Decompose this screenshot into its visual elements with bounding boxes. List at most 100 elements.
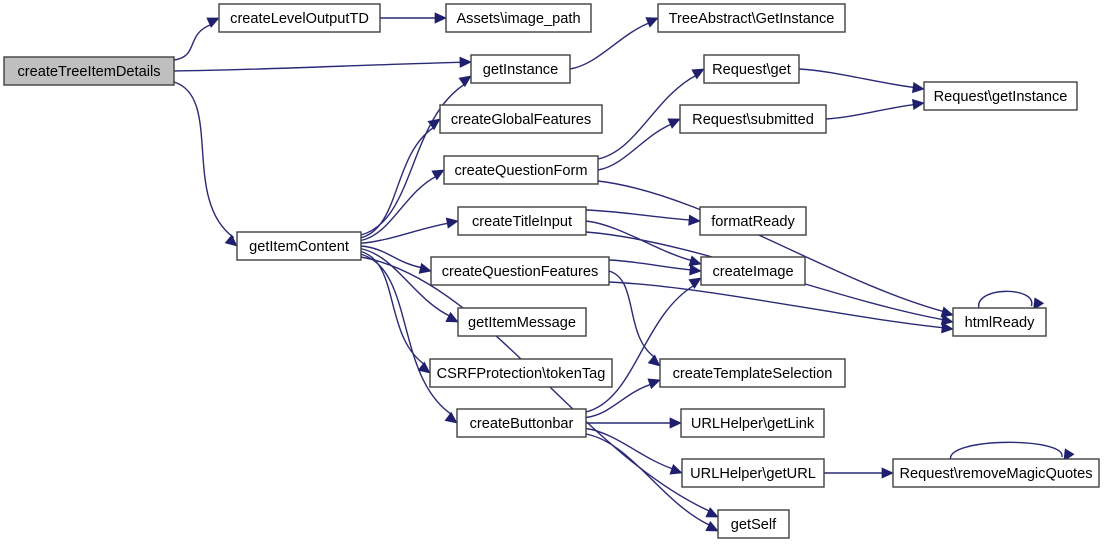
node-getSelf[interactable]: getSelf: [717, 509, 790, 539]
edge-arrowhead: [667, 118, 681, 129]
node-label: createQuestionForm: [454, 163, 587, 179]
edge-arrowhead: [912, 98, 925, 111]
node-createGlobalFeatures[interactable]: createGlobalFeatures: [439, 104, 603, 134]
node-box[interactable]: [470, 54, 571, 84]
edge-arrowhead: [669, 417, 682, 429]
edge-createButtonbar-to-createImage: [585, 277, 702, 413]
node-treeabstract_getinstance[interactable]: TreeAbstract\GetInstance: [657, 3, 846, 33]
edge-getItemContent-to-createQuestionFeatures: [360, 245, 432, 274]
node-request_get[interactable]: Request\get: [703, 54, 800, 84]
node-request_getinstance[interactable]: Request\getInstance: [923, 81, 1078, 111]
node-urlhelper_geturl[interactable]: URLHelper\getURL: [681, 458, 825, 488]
node-label: getItemMessage: [468, 315, 576, 331]
edge-arrowhead: [1032, 297, 1045, 311]
edge-arrowhead: [912, 81, 925, 94]
edge-createButtonbar-to-urlhelper_getlink: [586, 417, 682, 429]
node-box[interactable]: [657, 3, 846, 33]
node-box[interactable]: [700, 256, 806, 286]
node-createTreeItemDetails[interactable]: createTreeItemDetails: [3, 56, 175, 86]
node-createImage[interactable]: createImage: [700, 256, 806, 286]
node-createTitleInput[interactable]: createTitleInput: [457, 206, 587, 236]
edge-getItemContent-to-createQuestionForm: [360, 169, 445, 242]
edge-arrowhead: [689, 264, 702, 276]
node-label: createTreeItemDetails: [17, 64, 160, 80]
edge-path: [608, 281, 945, 329]
edge-path: [360, 125, 436, 239]
node-box[interactable]: [457, 206, 587, 236]
node-label: createGlobalFeatures: [451, 112, 591, 128]
node-label: htmlReady: [965, 315, 1035, 331]
node-htmlReady[interactable]: htmlReady: [952, 307, 1047, 337]
node-box[interactable]: [659, 358, 846, 388]
node-label: createTemplateSelection: [673, 366, 833, 382]
edge-path: [597, 123, 673, 171]
node-box[interactable]: [236, 231, 362, 261]
node-createQuestionForm[interactable]: createQuestionForm: [443, 155, 599, 185]
node-box[interactable]: [429, 358, 613, 388]
edge-createQuestionForm-to-htmlReady: [597, 180, 954, 318]
node-box[interactable]: [679, 104, 827, 134]
node-getInstance[interactable]: getInstance: [470, 54, 571, 84]
edge-arrowhead: [647, 354, 661, 367]
node-box[interactable]: [3, 56, 175, 86]
node-box[interactable]: [439, 104, 603, 134]
node-createTemplateSelection[interactable]: createTemplateSelection: [659, 358, 846, 388]
edge-createQuestionForm-to-request_submitted: [597, 118, 681, 171]
edge-arrowhead: [459, 56, 472, 68]
node-box[interactable]: [445, 3, 592, 33]
node-createLevelOutputTD[interactable]: createLevelOutputTD: [218, 3, 381, 33]
edge-arrowhead: [691, 68, 705, 80]
node-label: createTitleInput: [472, 214, 572, 230]
node-box[interactable]: [430, 256, 610, 286]
node-box[interactable]: [456, 408, 587, 438]
node-request_submitted[interactable]: Request\submitted: [679, 104, 827, 134]
node-request_removemagicquotes[interactable]: Request\removeMagicQuotes: [892, 458, 1100, 488]
node-formatReady[interactable]: formatReady: [699, 206, 807, 236]
edge-createTreeItemDetails-to-getItemContent: [173, 81, 238, 247]
node-label: createQuestionFeatures: [442, 264, 599, 280]
node-box[interactable]: [457, 307, 587, 337]
edge-arrowhead: [940, 306, 954, 318]
node-label: Request\getInstance: [934, 89, 1068, 105]
node-box[interactable]: [892, 458, 1100, 488]
edge-arrowhead: [431, 169, 445, 181]
node-box[interactable]: [443, 155, 599, 185]
edge-request_get-to-request_getinstance: [798, 68, 925, 94]
edge-arrowhead: [1063, 448, 1075, 462]
node-label: createImage: [712, 264, 793, 280]
edge-request_removemagicquotes-to-request_removemagicquotes: [949, 441, 1075, 462]
node-box[interactable]: [952, 307, 1047, 337]
node-box[interactable]: [680, 408, 825, 438]
node-box[interactable]: [681, 458, 825, 488]
node-box[interactable]: [703, 54, 800, 84]
edge-path: [360, 175, 438, 242]
node-assets_image_path[interactable]: Assets\image_path: [445, 3, 592, 33]
edge-path: [173, 81, 235, 239]
node-label: URLHelper\getURL: [690, 466, 816, 482]
edge-createTreeItemDetails-to-createLevelOutputTD: [173, 17, 220, 61]
node-box[interactable]: [218, 3, 381, 33]
edge-arrowhead: [418, 262, 432, 274]
edge-path: [608, 270, 657, 359]
edge-arrowhead: [224, 234, 238, 247]
edge-path: [360, 222, 450, 244]
node-urlhelper_getlink[interactable]: URLHelper\getLink: [680, 408, 825, 438]
edge-createQuestionFeatures-to-createImage: [608, 259, 702, 276]
node-box[interactable]: [717, 509, 790, 539]
edge-arrowhead: [705, 507, 719, 518]
node-createButtonbar[interactable]: createButtonbar: [456, 408, 587, 438]
edge-arrowhead: [434, 12, 447, 24]
node-box[interactable]: [923, 81, 1078, 111]
node-getItemMessage[interactable]: getItemMessage: [457, 307, 587, 337]
edge-path: [949, 441, 1063, 461]
node-getItemContent[interactable]: getItemContent: [236, 231, 362, 261]
node-csrf_tokentag[interactable]: CSRFProtection\tokenTag: [429, 358, 613, 388]
node-box[interactable]: [699, 206, 807, 236]
edge-getItemContent-to-createButtonbar: [360, 253, 458, 424]
node-createQuestionFeatures[interactable]: createQuestionFeatures: [430, 256, 610, 286]
edge-arrowhead: [705, 520, 719, 532]
node-label: getInstance: [483, 62, 558, 78]
node-label: formatReady: [711, 214, 795, 230]
edge-getItemContent-to-getItemMessage: [360, 248, 459, 323]
